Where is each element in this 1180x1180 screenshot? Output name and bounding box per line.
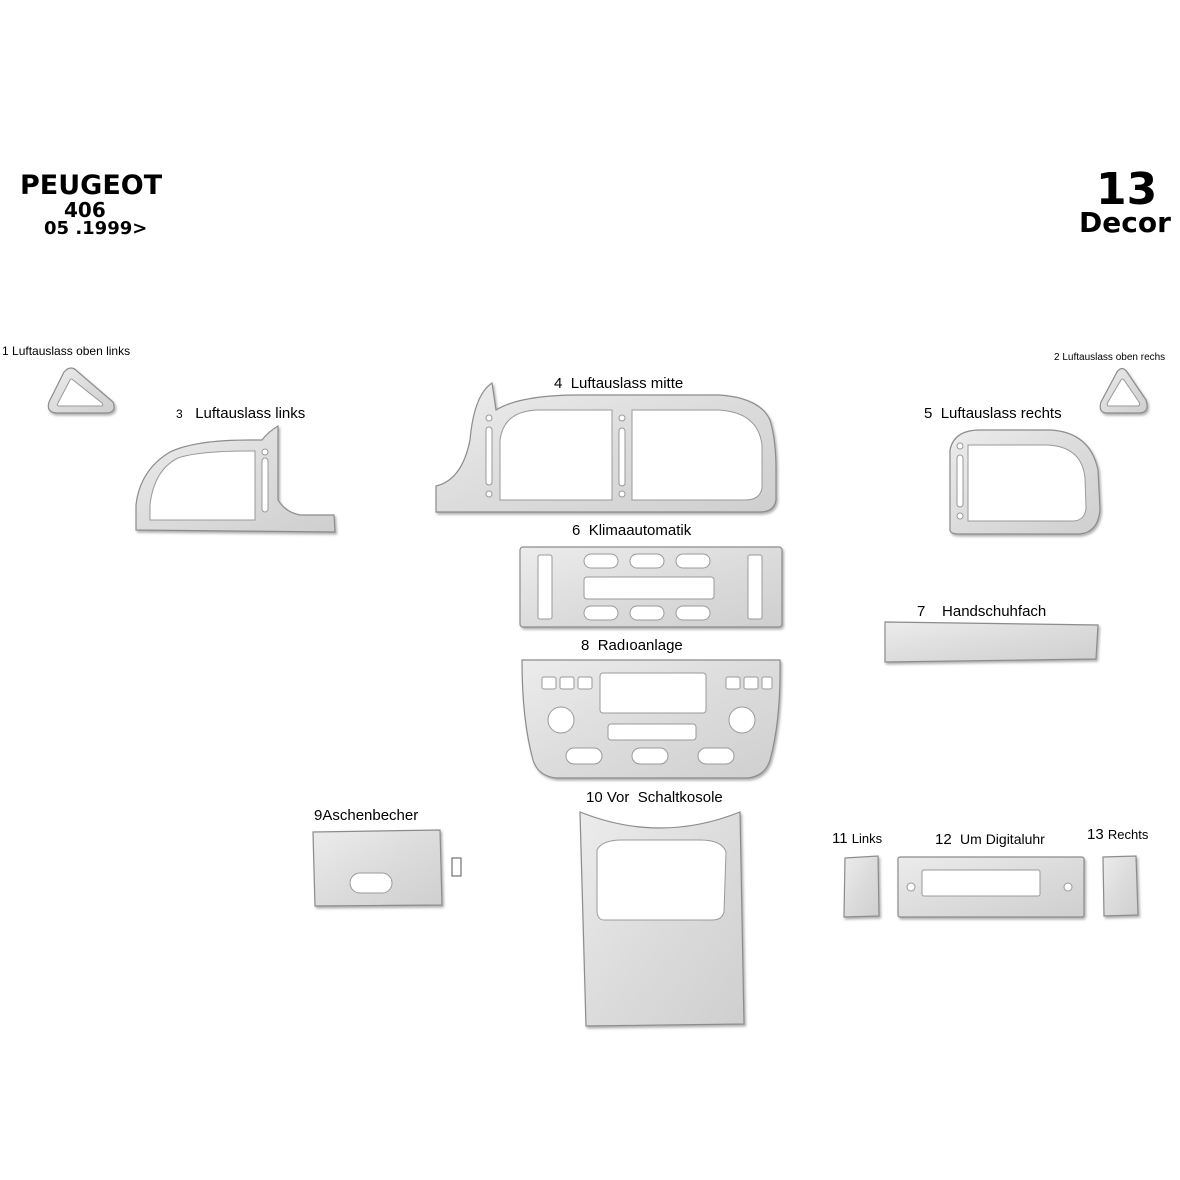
part-9-ashtray-cover <box>312 829 462 907</box>
part-number: 7 <box>917 603 926 620</box>
part-8-radio-panel <box>521 659 781 779</box>
part-label-1: 1 Luftauslass oben links <box>2 344 130 358</box>
part-label-2: 2 Luftauslass oben rechs <box>1054 352 1165 363</box>
part-number: 8 <box>581 637 590 654</box>
make-title: PEUGEOT <box>20 170 163 201</box>
piece-count: 13 <box>1096 164 1158 215</box>
part-label-5: 5 Luftauslass rechts <box>924 405 1062 422</box>
part-1-vent-ring-top-left <box>47 367 115 414</box>
part-label-13: 13 Rechts <box>1087 826 1148 843</box>
part-5-right-vent-surround <box>949 429 1101 535</box>
model-number: 406 <box>64 198 106 222</box>
part-name: Rechts <box>1107 827 1149 842</box>
part-name: Luftauslass rechts <box>940 405 1062 422</box>
part-number: 11 <box>832 830 848 847</box>
part-name: Links <box>851 831 883 846</box>
model-date: 05 .1999> <box>44 218 148 239</box>
part-label-9: 9Aschenbecher <box>314 807 418 824</box>
part-name: Aschenbecher <box>322 807 419 824</box>
part-12-clock-surround <box>897 856 1085 918</box>
part-label-8: 8 Radıoanlage <box>581 637 683 654</box>
part-label-6: 6 Klimaautomatik <box>572 522 691 539</box>
part-number: 9 <box>314 807 323 824</box>
part-6-climate-panel <box>519 546 783 628</box>
part-number: 6 <box>572 522 581 539</box>
part-name: Luftauslass mitte <box>570 375 684 392</box>
part-3-left-vent-surround <box>135 424 336 533</box>
part-number: 13 <box>1087 826 1104 843</box>
part-label-3: 3 Luftauslass links <box>176 405 305 422</box>
part-name: Radıoanlage <box>597 637 683 654</box>
part-number: 12 <box>935 831 952 848</box>
part-11-left-trim <box>843 855 880 918</box>
part-name: Luftauslass links <box>195 405 306 422</box>
piece-count-label: Decor <box>1079 206 1171 239</box>
part-name: Klimaautomatik <box>588 522 692 539</box>
part-4-center-vent-surround <box>435 381 777 513</box>
part-name: Handschuhfach <box>942 603 1047 620</box>
part-13-right-trim <box>1102 855 1139 917</box>
part-number: 5 <box>924 405 933 422</box>
part-label-12: 12 Um Digitaluhr <box>935 831 1045 848</box>
part-name: Luftauslass oben rechs <box>1062 352 1166 363</box>
part-number: 1 <box>2 344 9 358</box>
part-label-7: 7 Handschuhfach <box>917 603 1046 620</box>
part-number: 2 <box>1054 352 1060 363</box>
part-number: 10 Vor <box>586 789 630 806</box>
part-label-4: 4 Luftauslass mitte <box>554 375 683 392</box>
part-label-10: 10 Vor Schaltkosole <box>586 789 723 806</box>
part-number: 3 <box>176 407 183 421</box>
part-number: 4 <box>554 375 563 392</box>
part-label-11: 11 Links <box>832 830 882 847</box>
part-name: Um Digitaluhr <box>960 831 1045 847</box>
part-2-vent-ring-top-right <box>1099 367 1148 414</box>
part-7-glovebox-strip <box>884 621 1099 663</box>
part-name: Schaltkosole <box>637 789 723 806</box>
part-name: Luftauslass oben links <box>12 344 131 358</box>
part-10-shifter-console <box>579 811 745 1027</box>
